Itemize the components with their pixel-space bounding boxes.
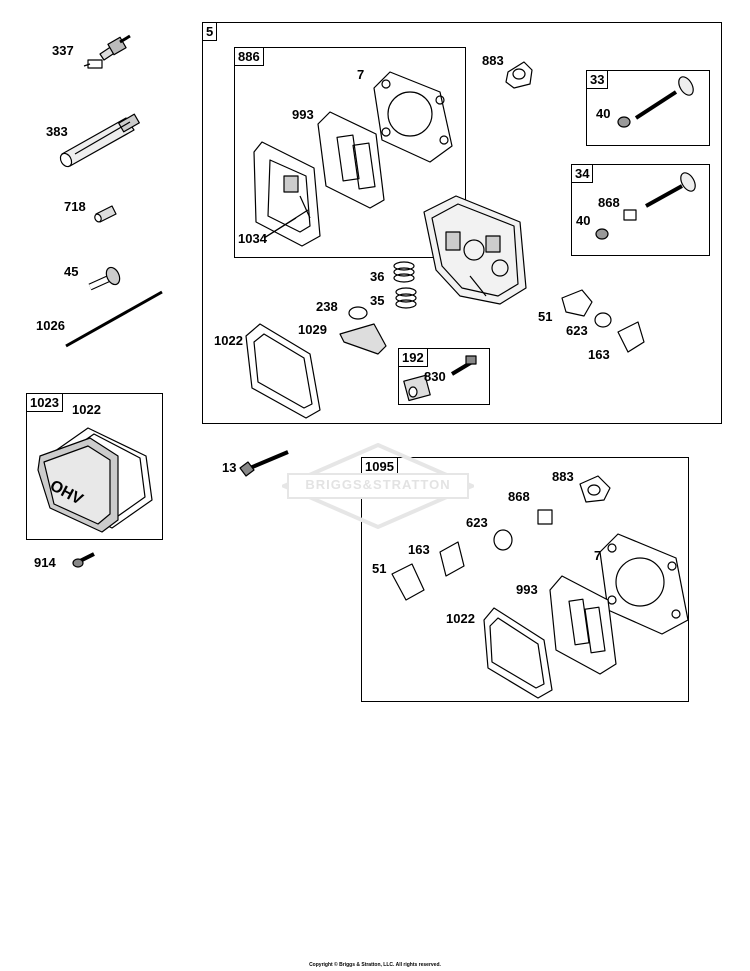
label-718: 718 [64,199,86,214]
pin-icon [94,205,117,223]
label-623: 623 [566,323,588,338]
group-34-tag: 34 [571,164,594,183]
label-337: 337 [52,43,74,58]
cylinder-head-icon [423,195,527,305]
label-kit-1022: 1022 [446,611,475,626]
group-5-frame [202,22,722,424]
kit-cover-gasket-icon [483,607,553,699]
head-gasket-icon [373,71,453,163]
label-914: 914 [34,555,56,570]
label-1034: 1034 [238,231,267,246]
group-5-tag: 5 [202,22,218,41]
group-1023-tag: 1023 [26,393,63,412]
kit-head-gasket-icon [599,533,689,635]
label-993: 993 [292,107,314,122]
label-51: 51 [538,309,553,324]
label-1022-cover: 1022 [72,402,101,417]
label-kit-868: 868 [508,489,530,504]
group-1095-frame [361,457,689,702]
group-192-tag: 192 [398,348,428,367]
label-40-exhaust: 40 [596,106,611,121]
kit-seal-icon [537,509,553,525]
group-192-frame [398,348,490,405]
screw-icon [72,552,95,568]
label-1022: 1022 [214,333,243,348]
kit-intake-gasket-icon [391,563,425,601]
group-33-tag: 33 [586,70,609,89]
group-33-frame [586,70,710,146]
guide-icon [88,266,121,291]
rod-icon [65,290,163,348]
kit-rocker-gasket-icon [549,575,617,675]
label-1029: 1029 [298,322,327,337]
kit-carb-gasket-icon [439,541,465,577]
label-13: 13 [222,460,237,475]
intake-gasket-icon [561,289,593,317]
kit-exhaust-gasket-icon [579,475,611,503]
rocker-gasket-icon [317,111,385,209]
breather-plate-icon [253,141,321,247]
label-kit-163: 163 [408,542,430,557]
valve-cover-icon: OHV [37,427,153,533]
label-kit-7: 7 [594,548,602,563]
group-1023-frame [26,393,163,540]
o-ring-icon [348,306,368,320]
watermark-text: BRIGGS&STRATTON [305,477,451,492]
tool-icon [59,113,140,168]
label-7: 7 [357,67,365,82]
leader-1034b [263,209,309,239]
intake-valve-icon [595,172,696,240]
label-383: 383 [46,124,68,139]
label-830: 830 [424,369,446,384]
bolt-icon [239,450,289,477]
carb-gasket-icon [617,321,645,353]
label-163: 163 [588,347,610,362]
label-883: 883 [482,53,504,68]
exhaust-gasket-icon [505,61,533,89]
copyright-notice: Copyright © Briggs & Stratton, LLC. All … [309,962,441,968]
label-35: 35 [370,293,385,308]
label-kit-623: 623 [466,515,488,530]
label-kit-51: 51 [372,561,387,576]
group-34-frame [571,164,710,256]
label-kit-883: 883 [552,469,574,484]
watermark-logo [282,443,474,529]
exhaust-valve-icon [617,76,694,128]
label-238: 238 [316,299,338,314]
label-868: 868 [598,195,620,210]
group-886-tag: 886 [234,47,264,66]
group-1095-tag: 1095 [361,457,398,476]
stud-icon [403,355,477,402]
seal-ring-icon [594,312,612,328]
spark-plug-icon [83,34,131,69]
label-45: 45 [64,264,79,279]
valve-spring-icon [393,261,417,309]
label-40-intake: 40 [576,213,591,228]
deflector-icon [339,323,387,355]
label-36: 36 [370,269,385,284]
kit-o-ring-icon [493,529,513,551]
group-886-frame [234,47,466,258]
cover-gasket-icon [245,323,321,419]
label-1026: 1026 [36,318,65,333]
label-kit-993: 993 [516,582,538,597]
